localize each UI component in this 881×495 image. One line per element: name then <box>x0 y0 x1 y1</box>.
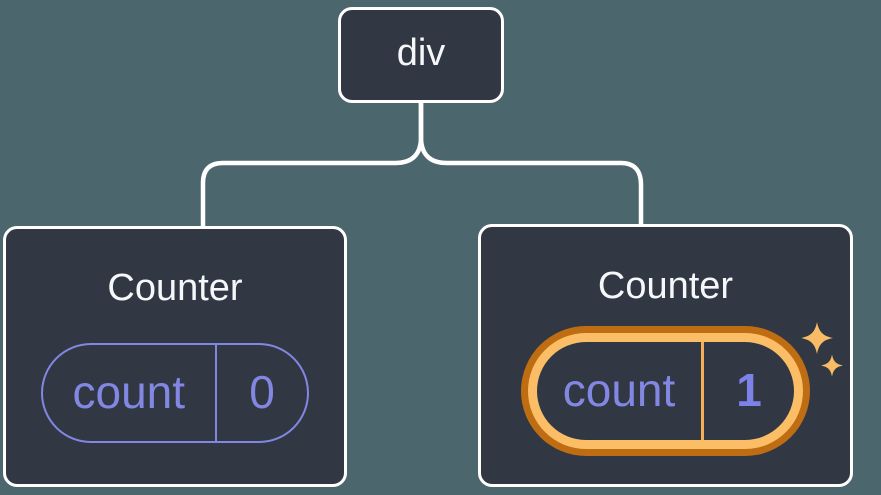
connector-left-branch <box>200 103 424 227</box>
state-value: 1 <box>736 363 762 416</box>
state-pill: count 0 <box>41 343 309 443</box>
state-key-label: count <box>72 365 186 418</box>
state-key-label: count <box>562 363 676 416</box>
pill-divider <box>214 345 217 441</box>
counter-card-right: Counter count 1 <box>478 224 853 487</box>
component-title: Counter <box>107 267 243 309</box>
state-value: 0 <box>249 365 275 418</box>
highlight-ring-outer: count 1 <box>521 326 810 456</box>
component-title: Counter <box>597 265 734 307</box>
pill-divider <box>701 342 704 440</box>
root-node-div: div <box>338 7 504 103</box>
state-pill-highlighted: count 1 <box>537 342 794 440</box>
highlight-ring-inner: count 1 <box>528 333 803 449</box>
counter-card-left: Counter count 0 <box>3 226 347 487</box>
connector-right-branch <box>418 103 644 225</box>
root-node-label: div <box>396 32 446 74</box>
